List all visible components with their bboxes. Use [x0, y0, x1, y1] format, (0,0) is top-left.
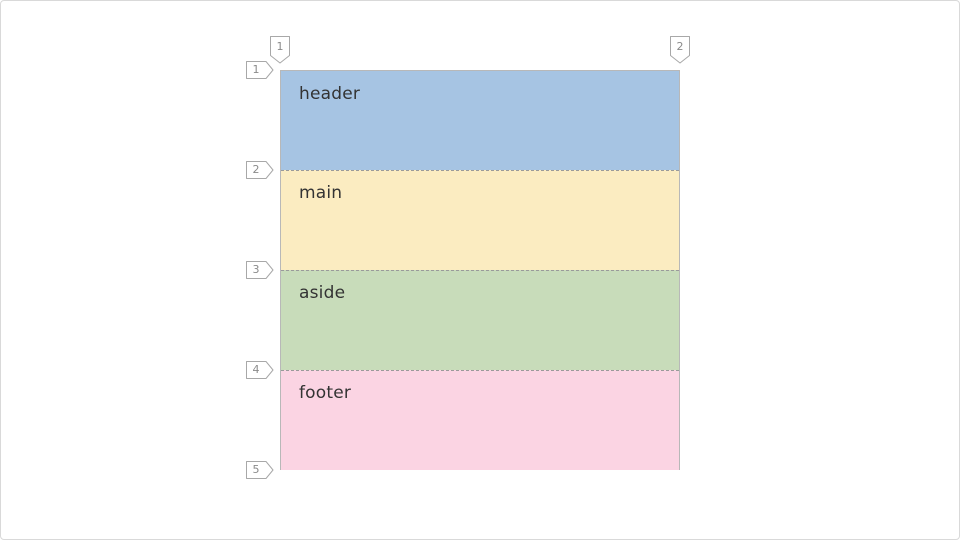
row-marker-tag-icon: [246, 261, 274, 279]
row-line-marker-1: 1: [246, 61, 274, 79]
row-line-marker-5: 5: [246, 461, 274, 479]
grid-area-label-footer: footer: [299, 383, 352, 403]
column-marker-tag-icon: [270, 36, 290, 64]
grid-area-label-aside: aside: [299, 283, 346, 303]
row-line-marker-2: 2: [246, 161, 274, 179]
column-marker-tag-icon: [670, 36, 690, 64]
row-line-number-2: 2: [252, 163, 260, 176]
grid-area-main: main: [281, 170, 679, 270]
grid-container: header main aside footer: [280, 70, 680, 470]
row-line-number-5: 5: [252, 463, 260, 476]
grid-area-aside: aside: [281, 270, 679, 370]
grid-area-label-main: main: [299, 183, 343, 203]
grid-row-line-3: [281, 270, 679, 271]
grid-row-line-4: [281, 370, 679, 371]
column-line-marker-1: 1: [270, 36, 290, 64]
grid-area-header: header: [281, 71, 679, 171]
row-marker-tag-icon: [246, 361, 274, 379]
grid-area-label-header: header: [299, 84, 361, 104]
column-line-number-1: 1: [276, 40, 284, 53]
row-line-number-1: 1: [252, 63, 260, 76]
grid-row-line-2: [281, 170, 679, 171]
row-line-number-4: 4: [252, 363, 260, 376]
row-line-number-3: 3: [252, 263, 260, 276]
row-marker-tag-icon: [246, 61, 274, 79]
grid-area-footer: footer: [281, 370, 679, 470]
row-marker-tag-icon: [246, 161, 274, 179]
column-line-number-2: 2: [676, 40, 684, 53]
row-marker-tag-icon: [246, 461, 274, 479]
row-line-marker-4: 4: [246, 361, 274, 379]
row-line-marker-3: 3: [246, 261, 274, 279]
column-line-marker-2: 2: [670, 36, 690, 64]
